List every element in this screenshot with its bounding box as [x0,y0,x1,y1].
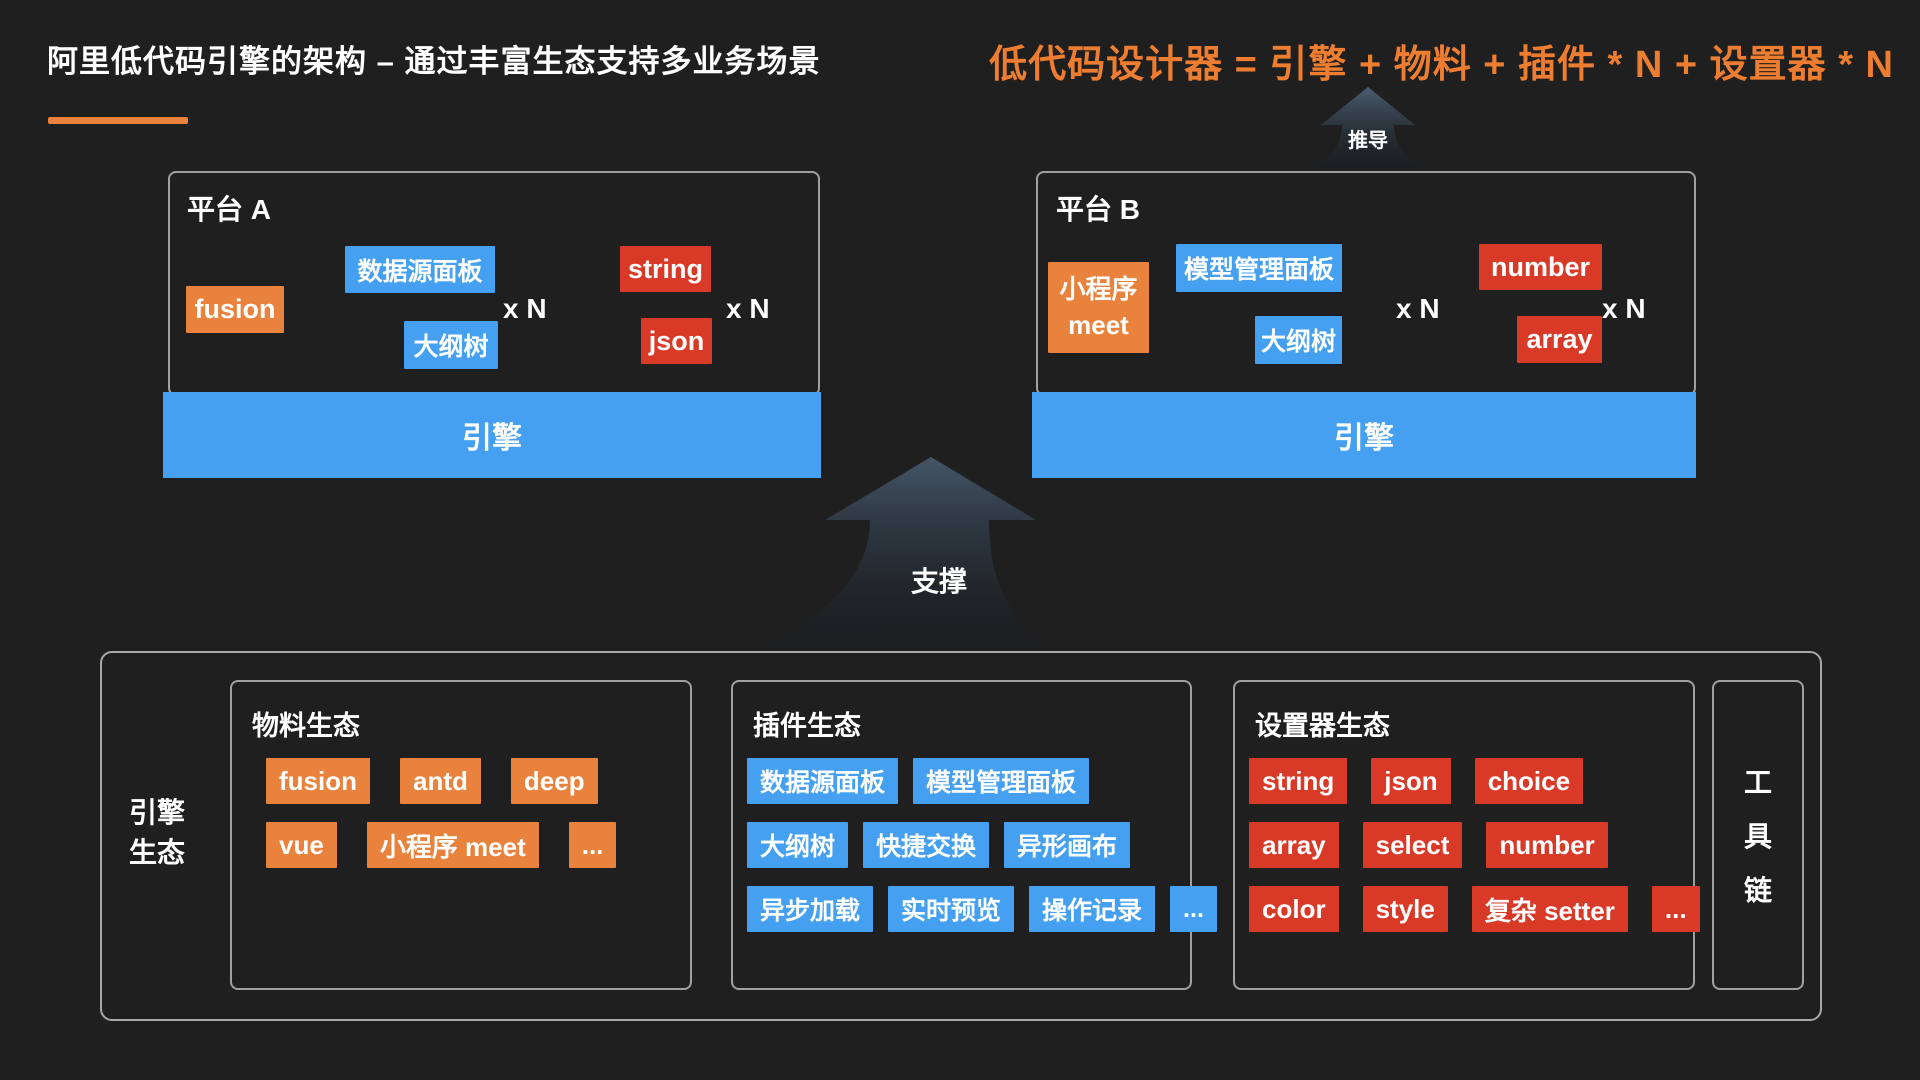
materials-ecosystem-title: 物料生态 [252,711,360,741]
chip-setter-string: string [620,246,711,292]
chip: fusion [266,758,370,804]
toolchain-char: 工 [1743,767,1772,798]
chip-plugin-datasource-panel: 数据源面板 [345,246,495,293]
support-arrow-icon [755,457,1048,649]
plugins-row-1: 数据源面板模型管理面板 [747,758,1090,804]
setters-row-3: color style 复杂 setter... [1249,886,1700,932]
chip: choice [1474,758,1584,804]
chip: string [1249,758,1348,804]
setters-row-2: array select number [1249,822,1608,868]
toolchain-char: 具 [1743,821,1772,852]
multiplier-label: x N [503,293,547,324]
chip: 小程序 meet [366,822,539,868]
chip: json [1371,758,1451,804]
chip: 快捷交换 [863,822,990,868]
support-arrow-label: 支撑 [910,566,967,597]
plugins-ecosystem-box [731,680,1192,990]
chip: 异步加载 [747,886,874,932]
chip: select [1362,822,1463,868]
chip: 大纲树 [747,822,849,868]
chip-plugin-model-panel: 模型管理面板 [1176,244,1342,292]
chip: style [1362,886,1448,932]
chip-setter-json: json [641,318,712,364]
toolchain-box: 工具链 [1712,680,1804,990]
materials-row-2: vue 小程序 meet... [266,822,617,868]
materials-row-1: fusion antd deep [266,758,598,804]
setters-ecosystem-box [1233,680,1695,990]
engine-bar-b: 引擎 [1032,392,1696,478]
chip: ... [1651,886,1700,932]
chip-plugin-outline-tree: 大纲树 [1255,316,1342,364]
plugins-row-3: 异步加载实时预览操作记录... [747,886,1217,932]
multiplier-label: x N [1396,293,1440,324]
setters-ecosystem-title: 设置器生态 [1255,711,1390,741]
chip: 复杂 setter [1471,886,1628,932]
chip-setter-array: array [1517,316,1602,363]
chip: vue [266,822,337,868]
engine-bar-a: 引擎 [163,392,821,478]
chip-setter-number: number [1479,244,1602,290]
setters-row-1: string json choice [1249,758,1584,804]
platform-a-title: 平台 A [187,194,272,225]
materials-ecosystem-box [230,680,692,990]
chip: deep [510,758,598,804]
chip: color [1249,886,1339,932]
chip-material-miniapp-meet: 小程序 meet [1048,262,1149,353]
page-title: 阿里低代码引擎的架构 – 通过丰富生态支持多业务场景 [47,44,821,79]
chip: number [1486,822,1608,868]
engine-ecosystem-container [100,651,1822,1021]
derive-arrow-label: 推导 [1348,130,1388,152]
plugins-ecosystem-title: 插件生态 [753,711,861,741]
chip: ... [1170,886,1217,932]
platform-b-title: 平台 B [1056,194,1141,225]
title-underline [48,117,188,124]
chip: ... [568,822,617,868]
multiplier-label: x N [726,293,770,324]
derive-arrow-icon [1296,87,1441,171]
chip: array [1249,822,1339,868]
plugins-row-2: 大纲树快捷交换异形画布 [747,822,1131,868]
toolchain-char: 链 [1743,875,1772,906]
formula-text: 低代码设计器 = 引擎 + 物料 + 插件 * N + 设置器 * N [989,44,1894,86]
multiplier-label: x N [1602,293,1646,324]
chip: antd [400,758,481,804]
chip: 操作记录 [1029,886,1156,932]
chip: 异形画布 [1004,822,1131,868]
chip: 数据源面板 [747,758,899,804]
chip-material-fusion: fusion [186,286,284,333]
chip: 实时预览 [888,886,1015,932]
chip-plugin-outline-tree: 大纲树 [404,321,498,369]
chip: 模型管理面板 [913,758,1090,804]
engine-ecosystem-label: 引擎 生态 [128,797,185,868]
